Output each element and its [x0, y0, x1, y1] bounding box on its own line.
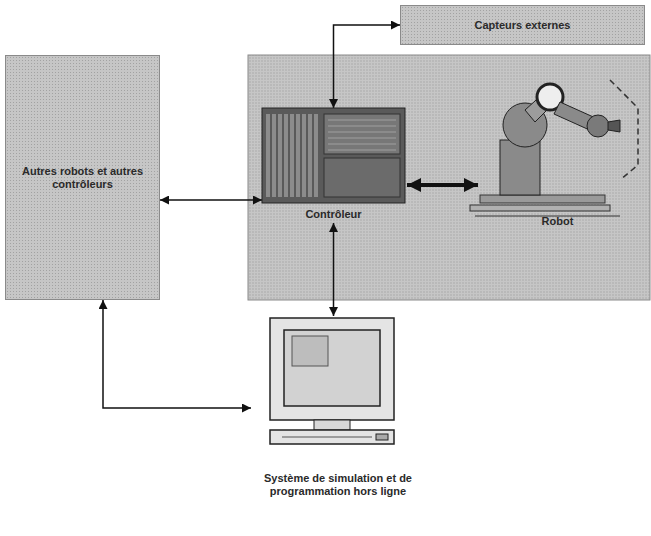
computer-station: Système de simulation et de programmatio… — [237, 300, 439, 500]
controller-unit: Contrôleur — [262, 108, 405, 223]
node-label: Système de simulation et de programmatio… — [243, 472, 433, 498]
node-label: Robot — [538, 215, 578, 228]
connector-arrow — [160, 199, 262, 201]
robot-arm: Robot — [470, 80, 645, 230]
connector-arrow — [334, 25, 401, 108]
node-label: Capteurs externes — [471, 19, 575, 32]
ctrl-illustration — [262, 108, 405, 223]
connector-arrow — [333, 223, 335, 316]
connector-arrow — [407, 183, 478, 187]
pc-illustration — [237, 300, 427, 500]
robot-illustration — [470, 80, 645, 230]
sensor-box: Capteurs externes — [400, 5, 645, 45]
system-box: Autres robots et autres contrôleurs — [5, 55, 160, 300]
node-label: Autres robots et autres contrôleurs — [10, 165, 155, 191]
connector-arrow — [103, 300, 251, 408]
node-label: Contrôleur — [301, 208, 365, 221]
